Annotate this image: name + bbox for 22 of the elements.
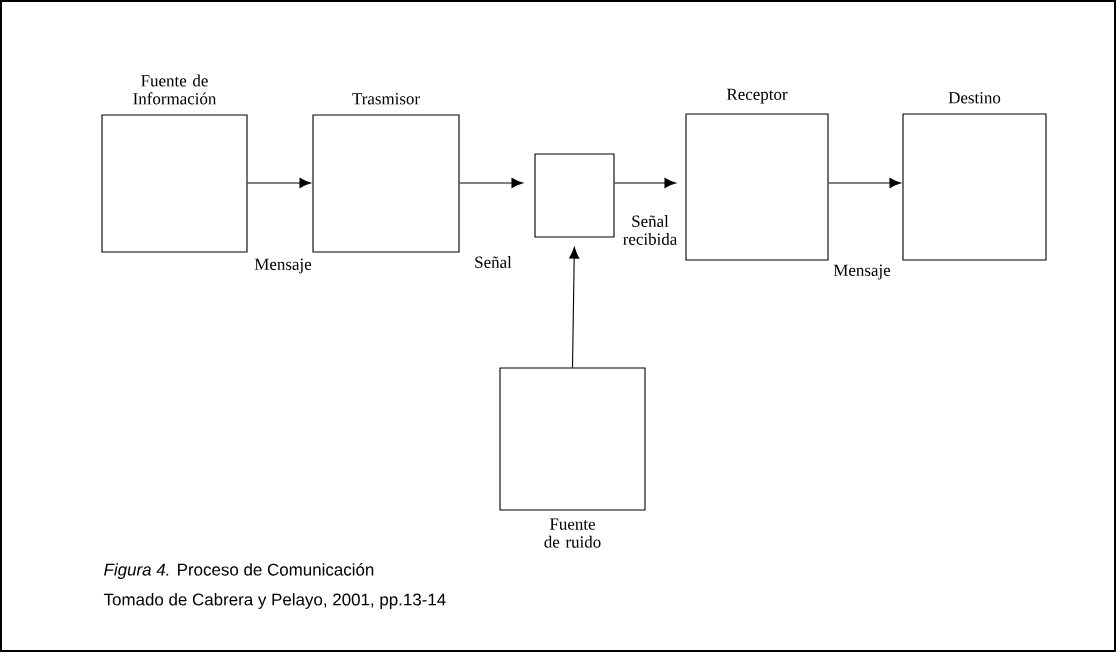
process-box: Fuente de ruido (499, 367, 646, 548)
process-box: Fuente de Información (101, 74, 248, 253)
edge-label: Señal (475, 256, 512, 268)
edge-label: Mensaje (833, 264, 891, 280)
arrow (828, 177, 901, 188)
arrow (247, 177, 311, 188)
node-label: Destino (948, 92, 1001, 104)
node-label: Fuente de ruido (544, 518, 601, 548)
edge-label: Mensaje (254, 258, 312, 274)
process-box: Trasmisor (312, 93, 460, 253)
arrow (459, 177, 523, 188)
node-label: Fuente de Información (133, 74, 217, 105)
empty-box (534, 153, 615, 238)
source-note: Tomado de Cabrera y Pelayo, 2001, pp.13-14 (103, 593, 446, 609)
node-label: Trasmisor (352, 93, 420, 105)
process-box: Receptor (685, 88, 829, 261)
arrow (569, 247, 580, 368)
arrow (614, 177, 676, 188)
process-box: Destino (902, 92, 1047, 261)
node-label: Receptor (726, 88, 788, 104)
figure-caption: Figura 4. Proceso de Comunicación (104, 563, 374, 579)
edge-label: Señal recibida (623, 215, 678, 245)
